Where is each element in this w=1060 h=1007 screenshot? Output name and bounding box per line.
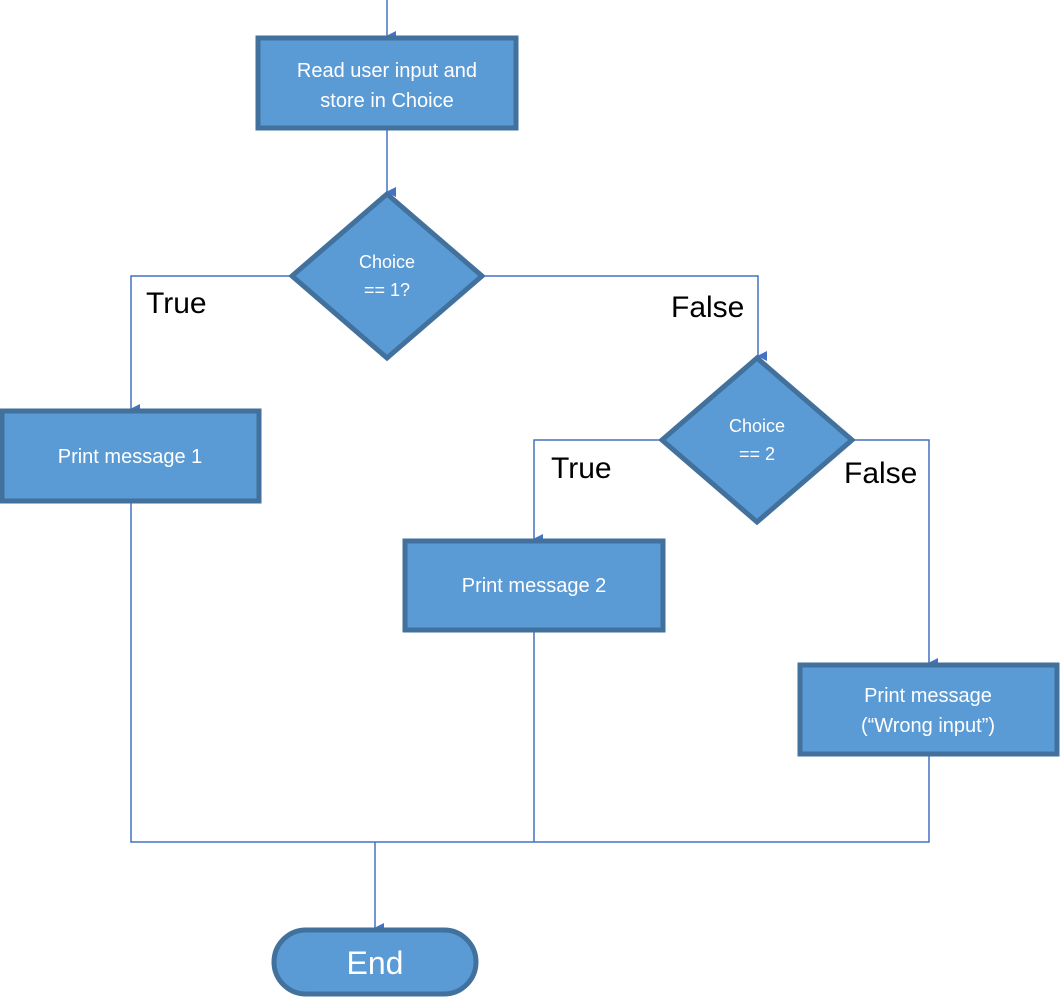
end-label: End [347,945,404,981]
print-wrong-input-box: Print message (“Wrong input”) [797,662,1060,757]
connector-decision2-true [533,439,662,544]
print-wrong-line-2: (“Wrong input”) [861,715,995,737]
decision-2-line-2: == 2 [739,444,775,464]
read-input-box: Read user input and store in Choice [255,35,519,131]
connector-decision1-true [130,275,292,414]
read-input-line-1: Read user input and [297,60,477,82]
connectors [130,0,938,933]
end-terminator: End [271,927,479,997]
decision-choice-2: Choice == 2 [658,354,856,526]
read-input-line-2: store in Choice [320,90,453,112]
decision-1-line-1: Choice [359,252,415,272]
connector-print-wrong-to-merge [375,756,930,843]
decision-1-false-label: False [671,291,744,324]
decision-1-true-label: True [146,287,207,320]
print-message-2-label: Print message 2 [462,575,607,597]
connector-print1-to-merge [130,503,375,843]
decision-2-false-label: False [844,457,917,490]
print-message-1-label: Print message 1 [58,446,203,468]
print-message-1-box: Print message 1 [0,408,262,504]
decision-1-line-2: == 1? [364,280,410,300]
decision-choice-1: Choice == 1? [288,190,486,362]
print-wrong-line-1: Print message [864,685,992,707]
connector-decision2-false [852,439,938,668]
decision-2-true-label: True [551,452,612,485]
connector-decision1-false [482,275,767,361]
decision-2-line-1: Choice [729,416,785,436]
print-message-2-box: Print message 2 [402,538,666,633]
